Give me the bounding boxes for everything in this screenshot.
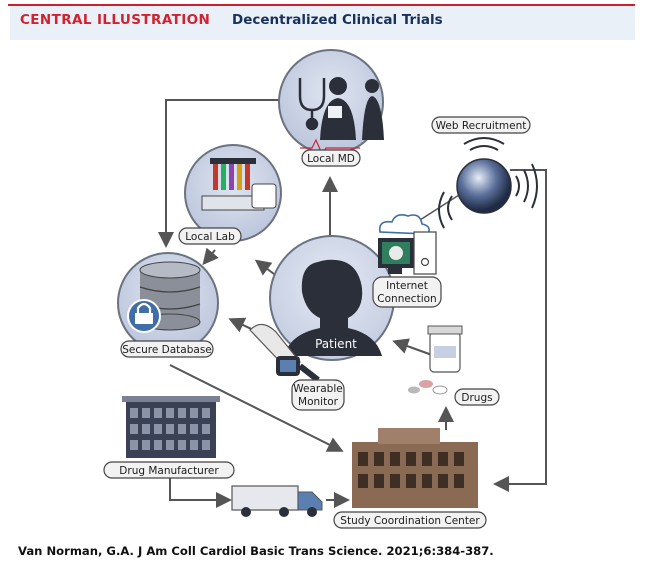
connector-md-to-database (158, 99, 282, 248)
node-drug-manufacturer: Drug Manufacturer (103, 396, 235, 479)
computer-icon (378, 214, 437, 275)
pill-bottle-icon (408, 325, 463, 395)
label-drugs: Drugs (461, 392, 492, 404)
label-web-recruitment: Web Recruitment (436, 120, 527, 132)
connector-lab-to-database (202, 247, 219, 266)
pill-local-lab: Local Lab (178, 227, 242, 245)
patient-silhouette-icon (284, 259, 382, 356)
citation: Van Norman, G.A. J Am Coll Cardiol Basic… (18, 544, 494, 558)
node-local-lab (184, 144, 282, 242)
label-internet-line1: Internet (386, 280, 428, 292)
header-bar (10, 6, 635, 40)
doctor-icon (320, 77, 384, 140)
label-drug-manufacturer: Drug Manufacturer (119, 465, 219, 477)
node-study-coordination-center: Study Coordination Center (333, 428, 487, 529)
label-patient: Patient (315, 337, 357, 351)
label-local-md: Local MD (307, 153, 355, 165)
connector-drugs-to-patient (392, 338, 433, 356)
connector-database-to-center (169, 364, 344, 452)
label-secure-database: Secure Database (122, 344, 212, 356)
node-internet-connection: Internet Connection (372, 214, 442, 308)
watch-icon (249, 323, 320, 383)
building-icon (122, 396, 220, 458)
node-patient: Patient (269, 235, 395, 361)
lock-icon (127, 299, 161, 333)
label-wearable-line1: Wearable (293, 383, 342, 395)
label-wearable-line2: Monitor (298, 396, 339, 408)
wifi-signal-icon (438, 137, 538, 229)
label-internet-line2: Connection (377, 293, 436, 305)
connector-manufacturer-to-truck (169, 478, 232, 508)
node-local-md (278, 49, 384, 156)
node-wearable-monitor: Wearable Monitor (249, 323, 345, 411)
node-secure-database (117, 252, 219, 354)
central-illustration-label: CENTRAL ILLUSTRATION (20, 12, 211, 28)
truck-icon (231, 485, 323, 517)
figure-title: Decentralized Clinical Trials (232, 12, 443, 28)
pill-secure-database: Secure Database (120, 340, 214, 358)
stethoscope-icon (298, 78, 326, 131)
label-study-coordination-center: Study Coordination Center (340, 515, 480, 527)
node-drugs: Drugs (408, 325, 500, 406)
pill-local-md: Local MD (301, 149, 361, 167)
building-icon (352, 428, 478, 508)
globe-icon (456, 158, 512, 214)
connector-web-to-center (493, 169, 547, 492)
test-tubes-icon (201, 158, 277, 211)
node-web-recruitment: Web Recruitment (431, 116, 538, 229)
label-local-lab: Local Lab (185, 231, 235, 243)
